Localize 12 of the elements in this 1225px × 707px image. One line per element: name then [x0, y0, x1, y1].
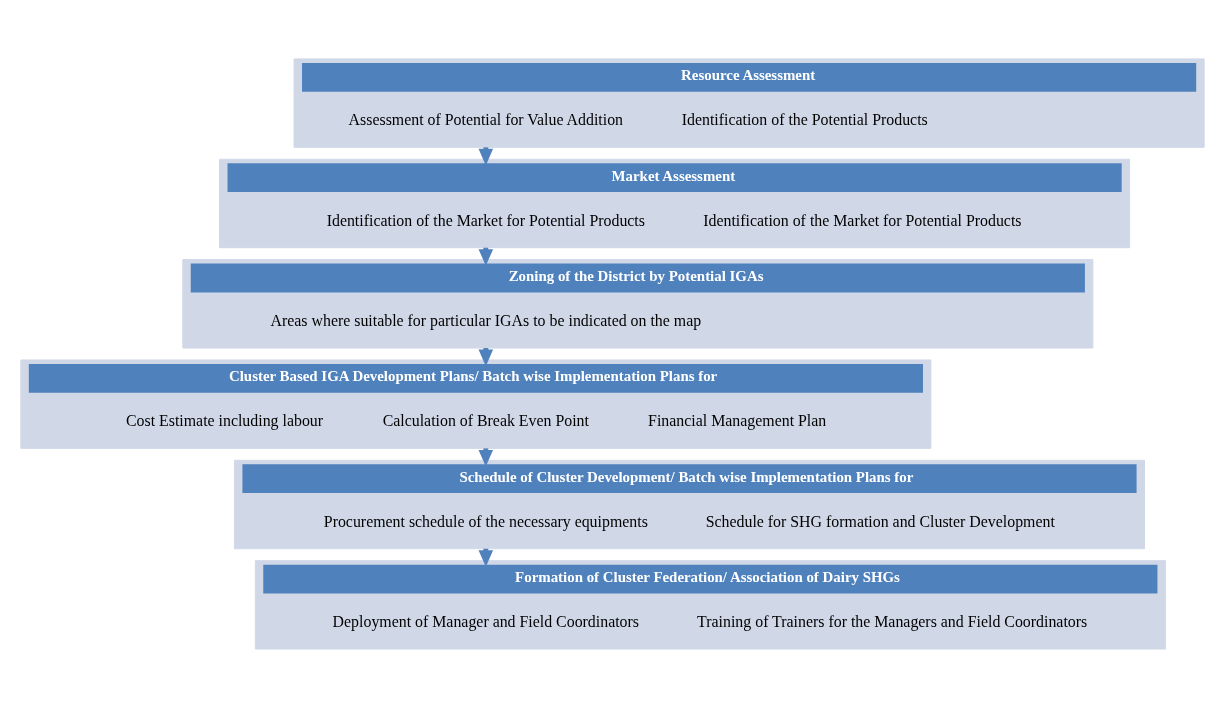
node-text: Deployment of Manager and Field Coordinators: [332, 612, 640, 630]
node-text: Identification of the Market for Potential Products: [703, 211, 1022, 229]
node-text: Training of Trainers for the Managers and Field Coordinators: [697, 612, 1088, 630]
node-text: Procurement schedule of the necessary equipments: [323, 512, 648, 530]
node-text: Calculation of Break Even Point: [382, 411, 589, 429]
node-text: Identification of the Market for Potential Products: [326, 211, 645, 229]
node-text: Identification of the Potential Products: [681, 110, 928, 128]
node-text: Financial Management Plan: [648, 411, 827, 429]
node-text: Areas where suitable for particular IGAs to be indicated on the map: [270, 311, 702, 329]
node-text: Cost Estimate including labour: [125, 411, 324, 429]
node-text: Assessment of Potential for Value Addition: [348, 110, 624, 128]
node-text: Schedule for SHG formation and Cluster Development: [705, 512, 1055, 530]
